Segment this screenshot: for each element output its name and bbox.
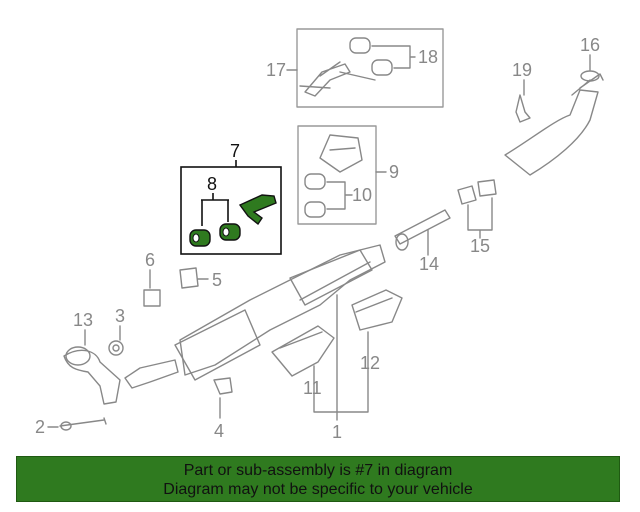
- callout-18: 18: [418, 47, 438, 67]
- hanger-19: [515, 94, 531, 123]
- nut-3: [108, 340, 124, 356]
- hanger-4: [213, 377, 233, 395]
- callout-14: 14: [419, 254, 439, 274]
- callout-11: 11: [303, 378, 322, 398]
- isolator-8a-hole: [192, 233, 200, 243]
- pipe-13: [63, 349, 121, 405]
- hanger-box-9: [297, 125, 377, 225]
- isolator-18b: [371, 59, 393, 76]
- pipe-14-flange: [395, 233, 409, 251]
- hanger-bracket-17: [299, 61, 376, 97]
- heat-shield-12: [351, 289, 403, 331]
- exhaust-parts-diagram: 1 2 3 4 5 6 7 8 9 10 11 12 13 14 15 16 1…: [35, 28, 604, 442]
- isolator-18a: [349, 37, 371, 54]
- leader-11-12: [313, 331, 369, 413]
- heat-shield-11: [271, 325, 335, 377]
- gasket-15a: [457, 185, 477, 205]
- hanger-box-17: [296, 28, 444, 108]
- leader-10: [326, 181, 353, 210]
- callout-9: 9: [389, 162, 399, 182]
- isolator-5: [179, 267, 199, 289]
- tailpipe-16: [504, 73, 604, 176]
- tailpipe-tip: [580, 70, 600, 82]
- callout-5: 5: [212, 270, 222, 290]
- callout-10: 10: [352, 185, 372, 205]
- bolt-2: [59, 417, 107, 427]
- pipe-14: [394, 209, 451, 245]
- leader-8: [201, 193, 229, 226]
- callout-16: 16: [580, 35, 600, 55]
- leader-15: [467, 197, 493, 239]
- callout-17: 17: [266, 60, 286, 80]
- callout-1: 1: [332, 422, 342, 442]
- callout-12: 12: [360, 353, 380, 373]
- banner-line-2: Diagram may not be specific to your vehi…: [163, 481, 473, 498]
- front-pipe: [124, 359, 179, 389]
- callout-7: 7: [230, 141, 240, 161]
- nut-3-hole: [112, 344, 120, 352]
- muffler-body: [289, 249, 373, 306]
- callout-6: 6: [145, 250, 155, 270]
- banner-line-1: Part or sub-assembly is #7 in diagram: [183, 462, 453, 479]
- callout-2: 2: [35, 417, 45, 437]
- callout-4: 4: [214, 421, 224, 441]
- pipe-13-flange: [65, 346, 91, 366]
- isolator-8b-hole: [222, 227, 230, 237]
- bolt-2-head: [60, 421, 72, 431]
- isolator-10a: [304, 173, 326, 190]
- callout-3: 3: [115, 306, 125, 326]
- hanger-bracket-7: [238, 194, 277, 226]
- converter-body: [174, 309, 261, 381]
- bracket-6: [143, 289, 161, 307]
- callout-13: 13: [73, 310, 93, 330]
- subassembly-box-7: [180, 166, 282, 255]
- isolator-10b: [304, 201, 326, 218]
- callout-15: 15: [470, 236, 490, 256]
- callout-8: 8: [207, 174, 217, 194]
- gasket-15b: [477, 179, 497, 197]
- hanger-bracket-9: [319, 134, 363, 173]
- muffler-assembly: [179, 244, 386, 376]
- info-banner: Part or sub-assembly is #7 in diagram Di…: [16, 456, 620, 502]
- callout-19: 19: [512, 60, 532, 80]
- leader-18: [371, 45, 416, 69]
